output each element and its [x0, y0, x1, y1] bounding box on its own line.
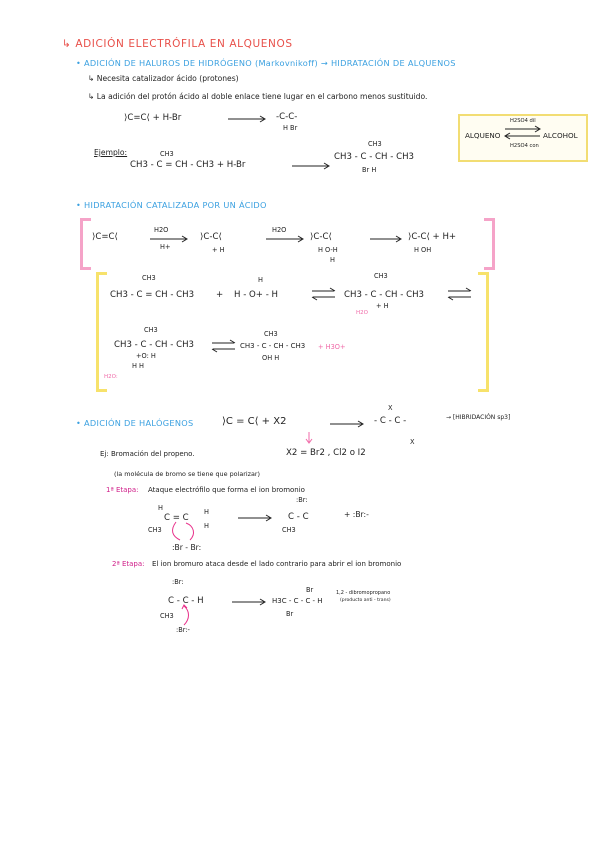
pink-bracket-left — [80, 218, 91, 270]
alkene-alcohol-box — [458, 114, 588, 162]
yellow-bracket-left — [96, 272, 107, 392]
r2-equilibrium — [311, 287, 336, 301]
step2-text: El ion bromuro ataca desde el lado contr… — [152, 560, 402, 568]
x2-note: X2 = Br2 , Cl2 o I2 — [286, 448, 366, 458]
eq1-arrow — [228, 115, 266, 123]
r3-a-top: CH3 — [144, 326, 158, 334]
s1-prod: C - C — [288, 512, 309, 522]
section1-title: • ADICIÓN DE HALUROS DE HIDRÓGENO (Marko… — [76, 58, 456, 68]
r3-h2o: H2O: — [104, 374, 118, 380]
r1-d: ⟩C-C⟨ + H+ — [408, 232, 457, 242]
r1-arrow3 — [370, 235, 402, 243]
s1-ch3: CH3 — [148, 526, 162, 534]
r2-b: H - O+ - H — [234, 290, 279, 300]
r2-b-top: H — [258, 276, 263, 284]
section1-note2: ↳ La adición del protón ácido al doble e… — [88, 92, 428, 101]
s1-prod-top: :Br: — [296, 496, 308, 504]
s2-top: :Br: — [172, 578, 184, 586]
s1-h3: H — [204, 522, 209, 530]
s2-name: 1,2 - dibromopropano — [336, 590, 391, 596]
r3-b: CH3 - C - CH - CH3 — [240, 342, 306, 350]
ej-note: (la molécula de bromo se tiene que polar… — [114, 470, 261, 478]
r2-a-top: CH3 — [142, 274, 156, 282]
eq1-left: ⟩C=C⟨ + H-Br — [124, 113, 182, 123]
r3-b-top: CH3 — [264, 330, 278, 338]
r3-b-sub: OH H — [262, 354, 280, 362]
halogen-prod: - C - C - — [374, 416, 407, 426]
r1-c: ⟩C-C⟨ — [310, 232, 332, 242]
pink-bracket-right — [484, 218, 495, 270]
s2-br: :Br:- — [176, 626, 190, 634]
r3-b-plus: + H3O+ — [318, 343, 346, 351]
eq1-right: -C-C- — [276, 112, 298, 122]
yellow-bracket-right — [478, 272, 489, 392]
box-arrows — [504, 125, 541, 140]
example-label: Ejemplo: — [94, 148, 128, 157]
main-heading: ↳ ADICIÓN ELECTRÓFILA EN ALQUENOS — [62, 38, 293, 50]
r1-d-sub: H OH — [414, 246, 432, 254]
section2-title: • HIDRATACIÓN CATALIZADA POR UN ÁCIDO — [76, 200, 267, 210]
r2-equilibrium-2 — [447, 287, 472, 301]
step1-label: 1ª Etapa: — [106, 486, 139, 494]
s1-br: :Br - Br: — [172, 543, 202, 552]
ex-top: CH3 — [160, 150, 174, 158]
r1-b: ⟩C-C⟨ — [200, 232, 222, 242]
box-top: H2SO4 dil — [510, 118, 536, 124]
s1-h1: H — [158, 504, 163, 512]
ex-right-sub: Br H — [362, 166, 377, 174]
r2-c-top: CH3 — [374, 272, 388, 280]
r3-equilibrium — [211, 339, 236, 353]
ex-arrow — [292, 162, 330, 170]
eq1-right-sub: H Br — [283, 124, 298, 132]
ex-right-top: CH3 — [368, 140, 382, 148]
s1-arrow — [238, 514, 272, 522]
ej-label: Ej: Bromación del propeno. — [100, 450, 195, 458]
s2-prod-bot: Br — [286, 610, 294, 618]
r1-b-sub: + H — [212, 246, 225, 254]
r1-arrow2-top: H2O — [272, 226, 287, 234]
s2-mol: C - C - H — [168, 596, 204, 606]
s2-prod: H3C - C - C - H — [272, 597, 323, 605]
box-left: ALQUENO — [465, 131, 501, 140]
ex-left: CH3 - C = CH - CH3 + H-Br — [130, 160, 246, 170]
pink-down-arrow — [305, 432, 313, 444]
s2-arrow — [232, 598, 266, 606]
s1-curly-arrows — [172, 521, 194, 541]
r1-arrow1 — [150, 235, 188, 243]
box-bottom: H2SO4 con — [510, 143, 539, 149]
r1-arrow1-bot: H+ — [160, 243, 171, 251]
r1-c-sub: H O-H — [318, 246, 338, 254]
s2-ch3: CH3 — [160, 612, 174, 620]
s2-prod-top: Br — [306, 586, 314, 594]
r3-a-sub: +O: H — [136, 352, 156, 360]
s1-h2: H — [204, 508, 209, 516]
step2-label: 2ª Etapa: — [112, 560, 145, 568]
r3-a-sub2: H H — [132, 362, 145, 370]
section1-note1: ↳ Necesita catalizador ácido (protones) — [88, 74, 239, 83]
r1-arrow2 — [266, 235, 304, 243]
r3-a: CH3 - C - CH - CH3 — [114, 340, 195, 350]
s2-curly-arrow — [181, 604, 189, 626]
r2-c: CH3 - C - CH - CH3 — [344, 290, 425, 300]
s1-prod-ch3: CH3 — [282, 526, 296, 534]
halogen-arrow — [330, 420, 364, 428]
section3-title: • ADICIÓN DE HALÓGENOS — [76, 418, 194, 428]
step1-text: Ataque electrófilo que forma el ion brom… — [148, 486, 305, 494]
r2-a: CH3 - C = CH - CH3 — [110, 290, 195, 300]
halogen-eq: ⟩C = C⟨ + X2 — [222, 416, 287, 427]
hybridization-note: → [HIBRIDACIÓN sp3] — [446, 414, 511, 421]
halogen-prod-top: X — [388, 404, 393, 412]
ex-right: CH3 - C - CH - CH3 — [334, 152, 415, 162]
r1-arrow1-top: H2O — [154, 226, 169, 234]
halogen-prod-bot: X — [410, 438, 415, 446]
s1-mol: C = C — [164, 513, 189, 523]
box-right: ALCOHOL — [543, 131, 578, 140]
s2-name2: (producto anti - trans) — [340, 598, 391, 603]
r1-c-sub2: H — [330, 256, 335, 264]
r2-c-sub: + H — [376, 302, 389, 310]
r1-a: ⟩C=C⟨ — [92, 232, 118, 242]
r2-plus: + — [216, 290, 224, 300]
r2-h2o: H2O — [356, 310, 368, 316]
s1-br-minus: + :Br:- — [344, 510, 369, 519]
